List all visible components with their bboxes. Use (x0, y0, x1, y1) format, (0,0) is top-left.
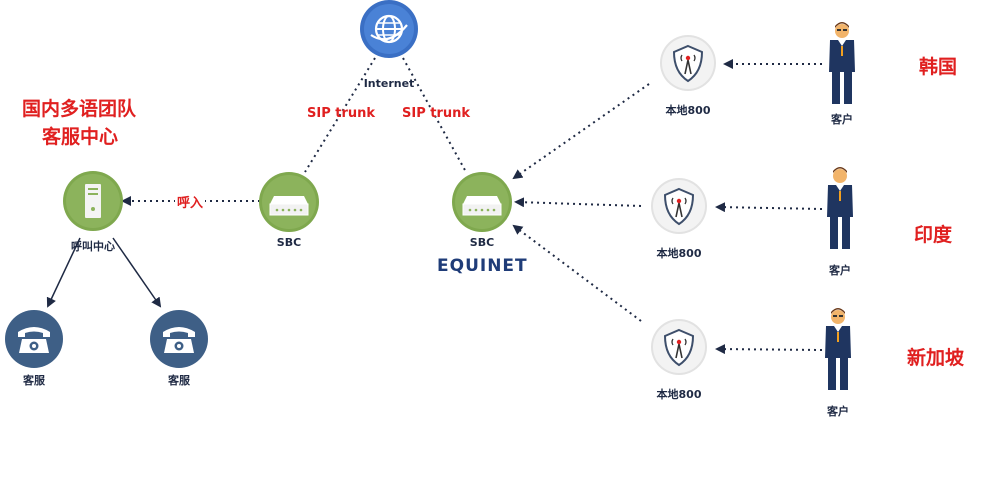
agent-label: 客服 (168, 374, 190, 387)
sip-trunk-right-label: SIP trunk (402, 106, 471, 121)
country-korea: 韩国 (919, 56, 958, 78)
link-internet-sbc-left (304, 57, 376, 173)
inbound-label: 呼入 (175, 192, 206, 211)
server-icon (63, 171, 123, 231)
shield-antenna-icon (651, 178, 707, 234)
sip-trunk-left-label: SIP trunk (307, 106, 376, 121)
phone-icon (150, 310, 208, 368)
local800-label: 本地800 (656, 247, 702, 260)
phone-icon (5, 310, 63, 368)
link-cust-2-800 (715, 202, 823, 213)
local800-label: 本地800 (656, 388, 702, 401)
country-india: 印度 (914, 224, 953, 246)
team-title-line2: 客服中心 (42, 126, 119, 148)
link-800-1-sbc (512, 83, 650, 180)
link-800-3-sbc (512, 224, 642, 322)
connection-lines (121, 57, 823, 355)
agent-label: 客服 (23, 374, 45, 387)
shield-antenna-icon (651, 319, 707, 375)
person-icon (827, 167, 853, 249)
shield-antenna-icon (660, 35, 716, 91)
country-singapore: 新加坡 (907, 347, 965, 369)
customer-label: 客户 (831, 113, 853, 126)
agent-lines (46, 237, 162, 308)
sbc-left-label: SBC (276, 236, 302, 249)
person-icon (829, 22, 855, 104)
sbc-right-icon (452, 172, 512, 232)
customer-label: 客户 (829, 264, 851, 277)
link-cust-3-800 (715, 344, 823, 355)
link-800-2-sbc (514, 197, 642, 208)
internet-label: Internet (363, 77, 415, 90)
sbc-left-icon (259, 172, 319, 232)
local800-label: 本地800 (665, 104, 711, 117)
sbc-right-label: SBC (469, 236, 495, 249)
equinet-logo: EQUINET (437, 256, 528, 276)
team-title-line1: 国内多语团队 (22, 98, 137, 120)
customer-label: 客户 (827, 405, 849, 418)
person-icon (825, 308, 851, 390)
link-internet-sbc-right (402, 57, 467, 173)
call-center-label: 呼叫中心 (71, 240, 115, 253)
internet-globe-icon (360, 0, 418, 58)
